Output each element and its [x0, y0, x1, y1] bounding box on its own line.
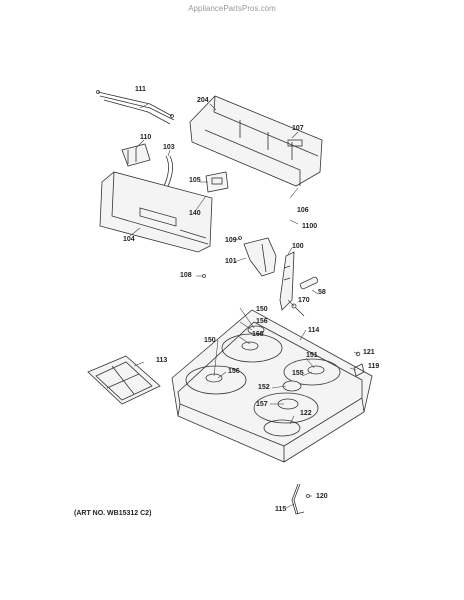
part-113-grate: [87, 355, 161, 405]
label-part-119: 119: [368, 363, 380, 370]
label-part-114: 114: [308, 327, 320, 334]
label-part-150-top: 150: [256, 306, 268, 313]
part-120-screw: [306, 494, 310, 498]
label-part-151: 151: [306, 352, 318, 359]
label-part-109: 109: [225, 237, 237, 244]
label-part-152: 152: [258, 384, 270, 391]
label-part-122: 122: [300, 410, 312, 417]
part-58-cylinder: [299, 276, 319, 290]
part-110-bracket: [121, 143, 151, 167]
label-part-110: 110: [140, 134, 152, 141]
label-part-105: 105: [189, 177, 201, 184]
label-part-168: 168: [252, 331, 264, 338]
label-part-150-left: 150: [204, 337, 216, 344]
part-114-cooktop: [171, 309, 373, 463]
part-115-wire: [291, 483, 305, 515]
label-part-103: 103: [163, 144, 175, 151]
label-part-113: 113: [156, 357, 168, 364]
label-part-170: 170: [298, 297, 310, 304]
site-watermark: AppliancePartsPros.com: [188, 4, 276, 13]
label-part-140: 140: [189, 210, 201, 217]
burner-heads: [205, 325, 325, 410]
label-part-106: 106: [297, 207, 309, 214]
label-part-100: 100: [292, 243, 304, 250]
label-part-101: 101: [225, 258, 237, 265]
part-111-wire-harness: [96, 90, 175, 125]
part-170-screw: [291, 303, 305, 317]
label-part-120: 120: [316, 493, 328, 500]
part-108-screw: [202, 274, 206, 278]
label-part-156-top: 156: [256, 318, 268, 325]
label-part-115: 115: [275, 506, 287, 513]
label-part-107: 107: [292, 125, 304, 132]
label-part-108: 108: [180, 272, 192, 279]
label-part-156-left: 156: [228, 368, 240, 375]
part-101-mounting-bracket: [238, 236, 277, 277]
label-part-104: 104: [123, 236, 135, 243]
part-105-control-module: [205, 171, 229, 193]
part-119-clip: [353, 363, 365, 377]
label-part-58: 58: [318, 289, 326, 296]
art-number: (ART NO. WB15312 C2): [74, 510, 152, 517]
label-part-155: 155: [292, 370, 304, 377]
label-part-121: 121: [363, 349, 375, 356]
part-100-side-support: [279, 251, 295, 311]
leader-lines: [129, 103, 359, 509]
part-107-backguard: [189, 95, 323, 187]
label-part-204: 204: [197, 97, 209, 104]
label-part-111: 111: [135, 86, 146, 93]
label-part-157: 157: [256, 401, 268, 408]
part-104-control-panel: [99, 171, 213, 253]
label-part-1100: 1100: [302, 223, 318, 230]
part-121-screw: [355, 351, 361, 357]
